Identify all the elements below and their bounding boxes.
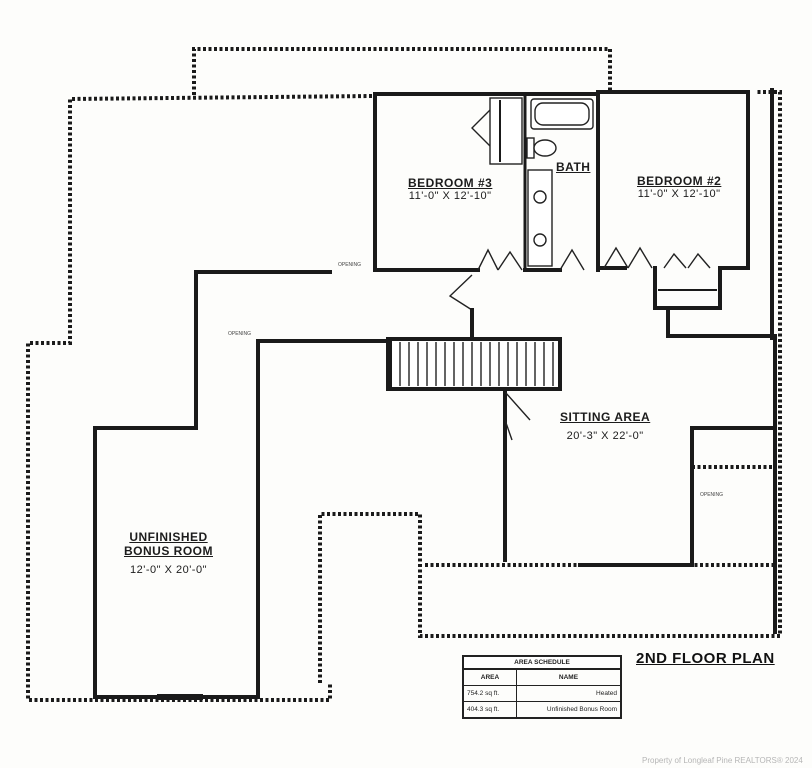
bedroom2-label: BEDROOM #2 11'-0" x 12'-10" (637, 174, 721, 200)
closet-door-swing (471, 109, 491, 147)
bedroom3-label: BEDROOM #3 11'-0" x 12'-10" (408, 176, 492, 202)
bedroom3-closet-icon (489, 97, 523, 165)
bath-door-swing (559, 248, 585, 271)
bathtub-inner (534, 102, 590, 126)
outer-outline-dashed (192, 47, 612, 95)
name-cell: Unfinished Bonus Room (515, 701, 622, 719)
area-schedule-header-row: AREA NAME (462, 668, 622, 686)
bonus-room-name-2: BONUS ROOM (124, 544, 213, 558)
linen-door-swing (448, 274, 473, 311)
toilet-tank-icon (526, 137, 535, 159)
hall-closet-walls (666, 306, 777, 338)
bedroom2-door-swing-b (627, 246, 653, 269)
watermark: Property of Longleaf Pine REALTORS® 2024 (642, 756, 803, 765)
sitting-area-name: SITTING AREA (560, 410, 651, 424)
bedroom2-dims: 11'-0" x 12'-10" (637, 188, 721, 200)
bonus-room-dims: 12'-0" x 20'-0" (130, 564, 207, 576)
name-cell: Heated (515, 685, 622, 702)
bedroom3-walls (373, 92, 527, 272)
closet-walls (653, 266, 722, 310)
stair-treads (399, 342, 554, 386)
area-cell: 404.3 sq ft. (462, 701, 517, 719)
area-column-header: AREA (462, 668, 517, 686)
bonus-room-right-wall (256, 339, 392, 699)
bedroom3-door-swing (477, 248, 499, 271)
closet2-door-swing (663, 252, 711, 269)
sink-icon (533, 190, 547, 204)
opening-note-c: OPENING (700, 492, 724, 498)
bedroom3-name: BEDROOM #3 (408, 176, 493, 190)
bath-label: BATH (556, 158, 590, 176)
opening-note-b: OPENING (228, 331, 252, 337)
lower-outline-dashed (318, 90, 782, 683)
bonus-room-left-wall (93, 270, 332, 699)
table-row: 754.2 sq ft. Heated (462, 685, 622, 702)
bonus-room-label: UNFINISHED BONUS ROOM 12'-0" x 20'-0" (124, 530, 213, 576)
plan-title: 2ND FLOOR PLAN (636, 650, 775, 667)
table-row: 404.3 sq ft. Unfinished Bonus Room (462, 701, 622, 719)
bonus-room-name-1: UNFINISHED (129, 530, 208, 544)
bedroom2-name: BEDROOM #2 (637, 174, 722, 188)
area-cell: 754.2 sq ft. (462, 685, 517, 702)
bedroom3-dims: 11'-0" x 12'-10" (408, 190, 492, 202)
toilet-bowl-icon (533, 139, 557, 157)
sitting-area-dims: 20'-3" x 22'-0" (566, 430, 644, 442)
opening-note-a: OPENING (338, 262, 362, 268)
area-schedule-table: AREA SCHEDULE AREA NAME 754.2 sq ft. Hea… (462, 655, 622, 719)
area-schedule-title: AREA SCHEDULE (462, 655, 622, 668)
bedroom2-walls (596, 90, 750, 270)
name-column-header: NAME (515, 668, 622, 686)
sitting-area-label: SITTING AREA 20'-3" x 22'-0" (560, 410, 650, 442)
vanity-icon (527, 169, 553, 267)
sitting-right-alcove (690, 426, 777, 567)
sitting-door-swing (504, 391, 531, 441)
stairs-icon (386, 337, 562, 391)
bedroom2-door-swing (603, 246, 629, 269)
bedroom3-door-swing-b (497, 250, 523, 271)
bath-name: BATH (556, 160, 591, 174)
sink-icon-2 (533, 233, 547, 247)
